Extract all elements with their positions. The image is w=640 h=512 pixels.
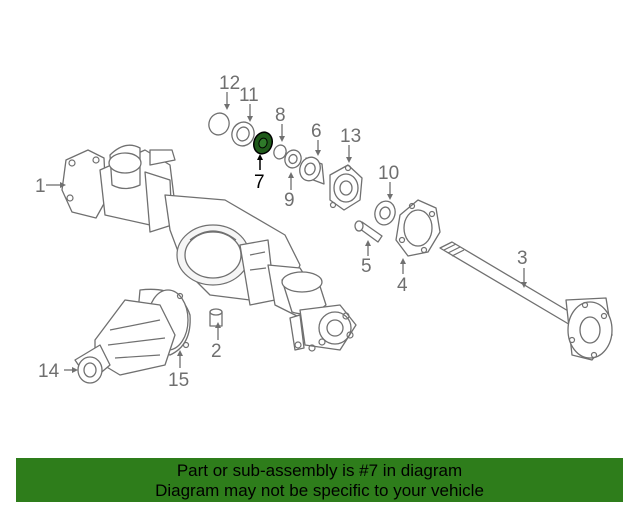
leader-lines [46, 92, 527, 373]
part-7-seal [252, 131, 274, 155]
axle-shaft [439, 241, 613, 361]
axle-housing [61, 144, 357, 352]
snap-ring [273, 144, 287, 160]
callout-7: 7 [254, 172, 265, 193]
callout-6: 6 [311, 121, 322, 142]
callout-12: 12 [219, 73, 240, 94]
callout-10: 10 [378, 163, 399, 184]
callout-8: 8 [275, 105, 286, 126]
gasket [374, 200, 396, 226]
oil-seal [231, 121, 255, 147]
info-banner: Part or sub-assembly is #7 in diagram Di… [16, 458, 623, 502]
callout-11: 11 [239, 85, 259, 106]
spacer [284, 149, 302, 169]
differential-carrier [74, 288, 191, 384]
o-ring [208, 112, 230, 136]
callout-4: 4 [397, 275, 408, 296]
backing-plate [395, 199, 441, 257]
callout-1: 1 [35, 176, 46, 197]
callout-2: 2 [211, 341, 222, 362]
banner-line-disclaimer: Diagram may not be specific to your vehi… [155, 481, 484, 500]
wheel-bearing [299, 156, 325, 185]
callout-15: 15 [168, 370, 189, 391]
stud-bolt [354, 220, 383, 243]
callout-14: 14 [38, 361, 60, 382]
callout-5: 5 [361, 256, 372, 277]
callout-9: 9 [284, 190, 295, 211]
callout-3: 3 [517, 248, 528, 269]
callout-13: 13 [340, 126, 361, 147]
bearing-retainer [329, 164, 363, 211]
callout-labels: 1 2 3 4 5 6 7 8 9 10 11 12 13 14 15 [35, 73, 528, 391]
breather-plug [209, 308, 223, 327]
banner-line-part: Part or sub-assembly is #7 in diagram [176, 461, 463, 480]
